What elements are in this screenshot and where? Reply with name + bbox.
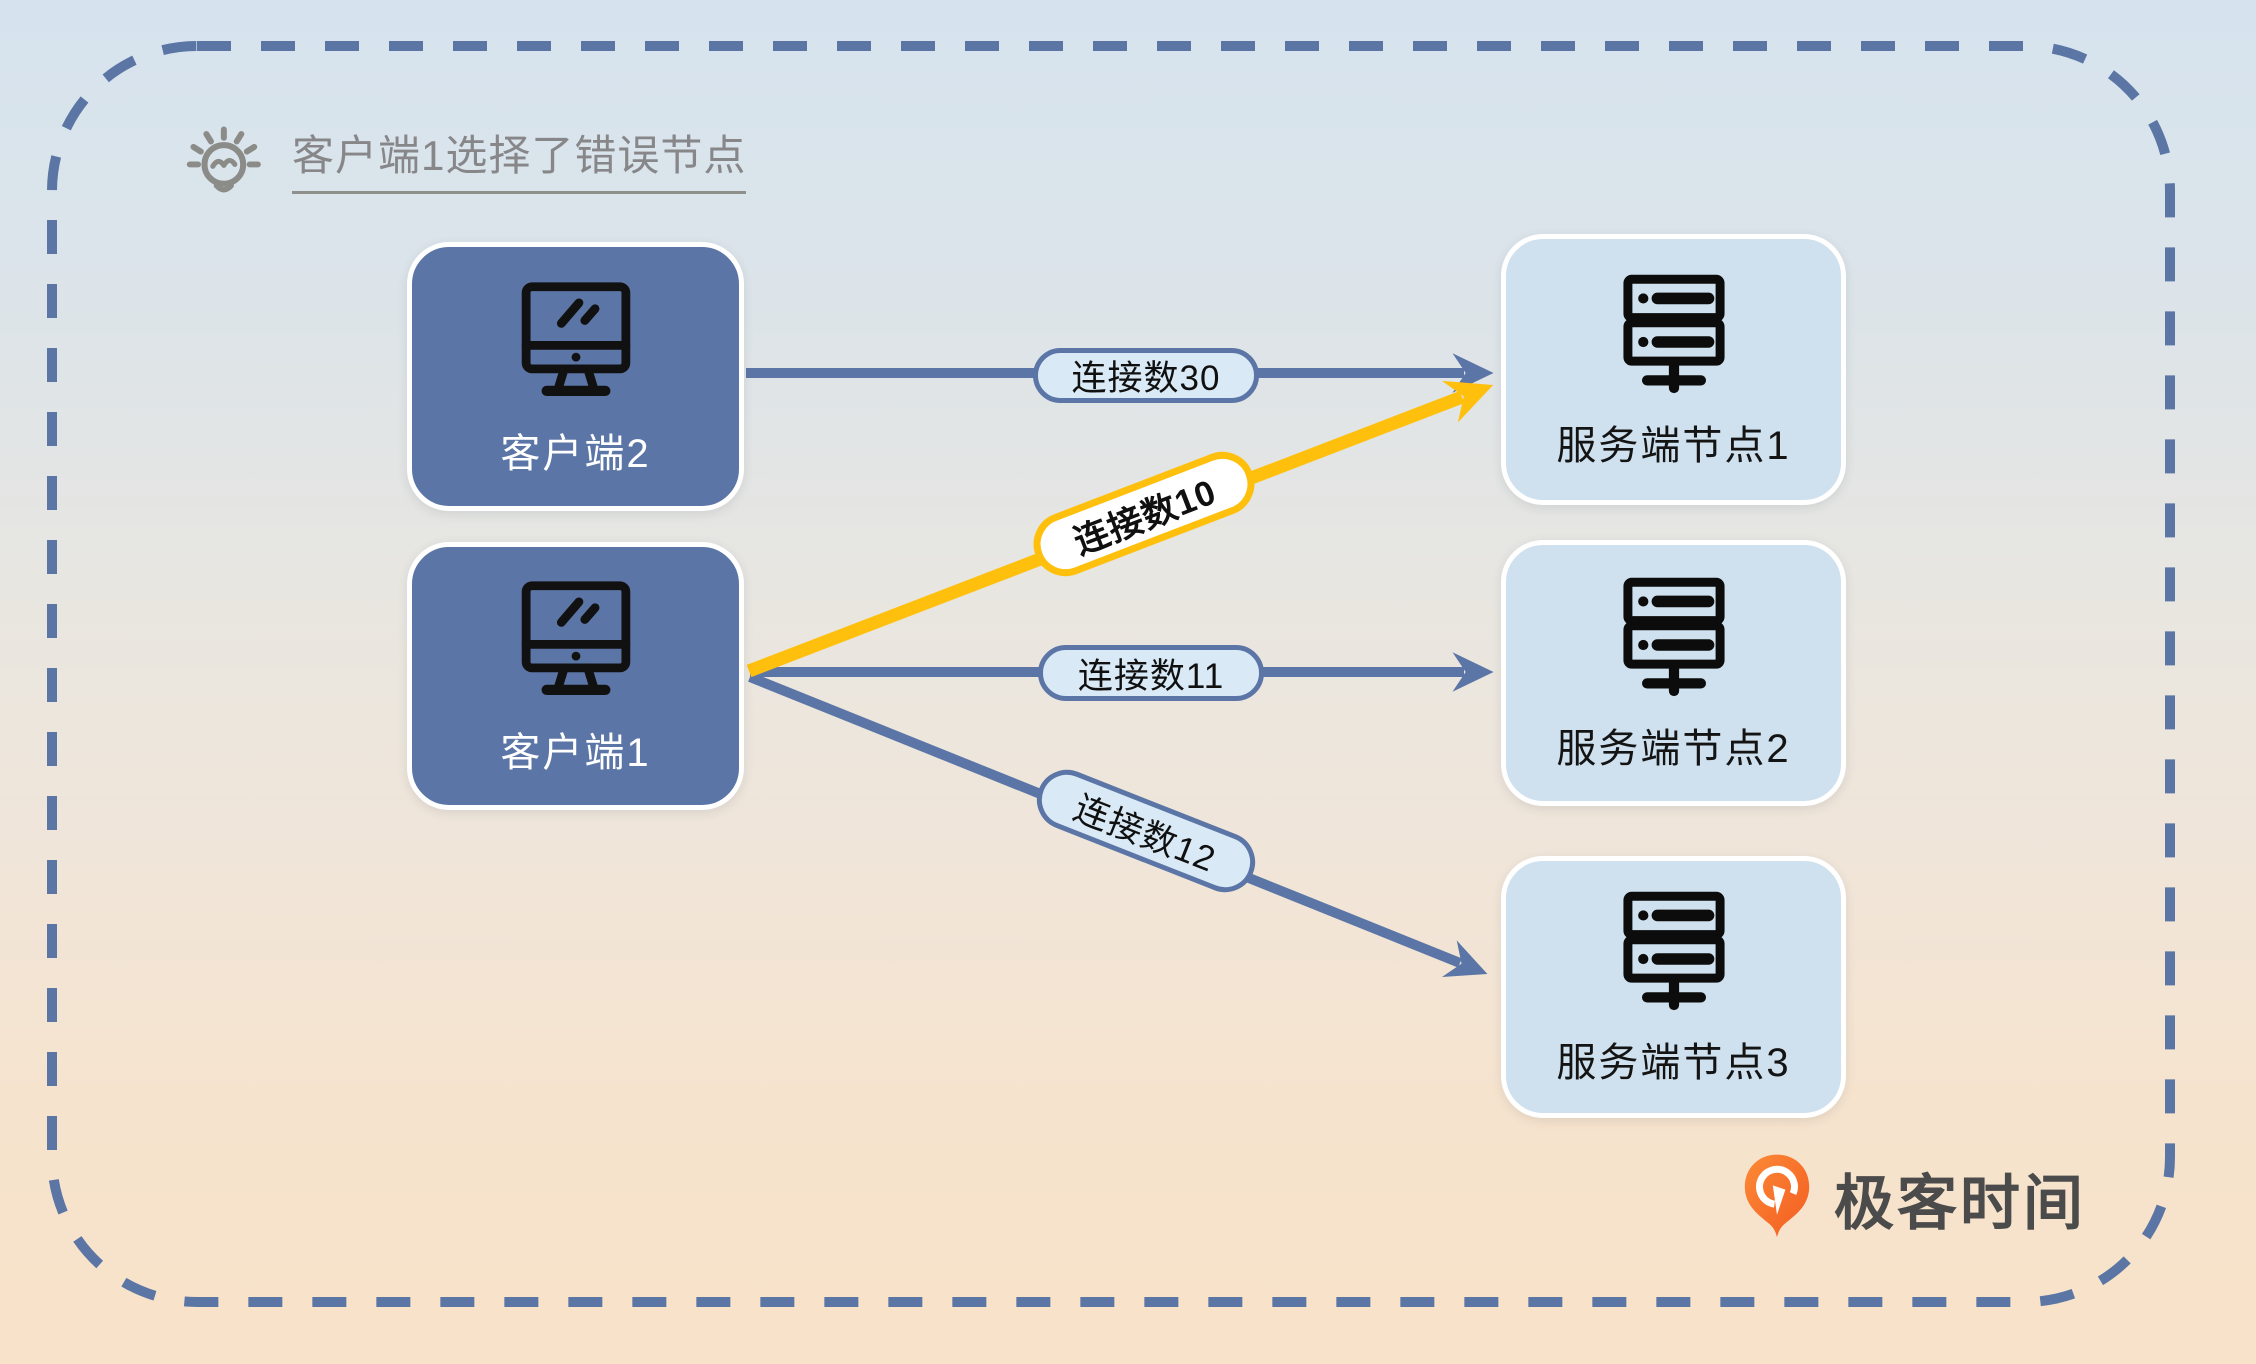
node-client1: 客户端1	[407, 542, 744, 810]
node-server2: 服务端节点2	[1501, 540, 1846, 806]
client1-label: 客户端1	[500, 731, 651, 775]
server2-label: 服务端节点2	[1556, 727, 1791, 771]
geektime-logo: 极客时间	[1742, 1152, 2086, 1244]
node-server1: 服务端节点1	[1501, 234, 1846, 505]
server1-label: 服务端节点1	[1556, 423, 1791, 468]
geektime-logo-text: 极客时间	[1834, 1169, 2086, 1237]
lightbulb-icon	[186, 126, 261, 193]
connection-label-11: 连接数11	[1038, 645, 1264, 701]
connection-label-12: 连接数12	[1028, 760, 1264, 902]
monitor-icon	[521, 281, 630, 396]
geektime-pin-icon	[1744, 1154, 1810, 1238]
server3-label: 服务端节点3	[1556, 1041, 1791, 1085]
server-icon	[1622, 577, 1725, 697]
server-icon	[1622, 891, 1725, 1011]
hint-text: 客户端1选择了错误节点	[292, 122, 747, 194]
node-client2: 客户端2	[407, 242, 744, 511]
monitor-icon	[521, 581, 630, 695]
connection-label-10-highlight: 连接数10	[1024, 442, 1264, 586]
server-icon	[1622, 274, 1725, 393]
client2-label: 客户端2	[500, 431, 651, 476]
hint-banner: 客户端1选择了错误节点	[176, 112, 747, 204]
node-server3: 服务端节点3	[1501, 856, 1846, 1118]
connection-label-30: 连接数30	[1033, 348, 1259, 403]
